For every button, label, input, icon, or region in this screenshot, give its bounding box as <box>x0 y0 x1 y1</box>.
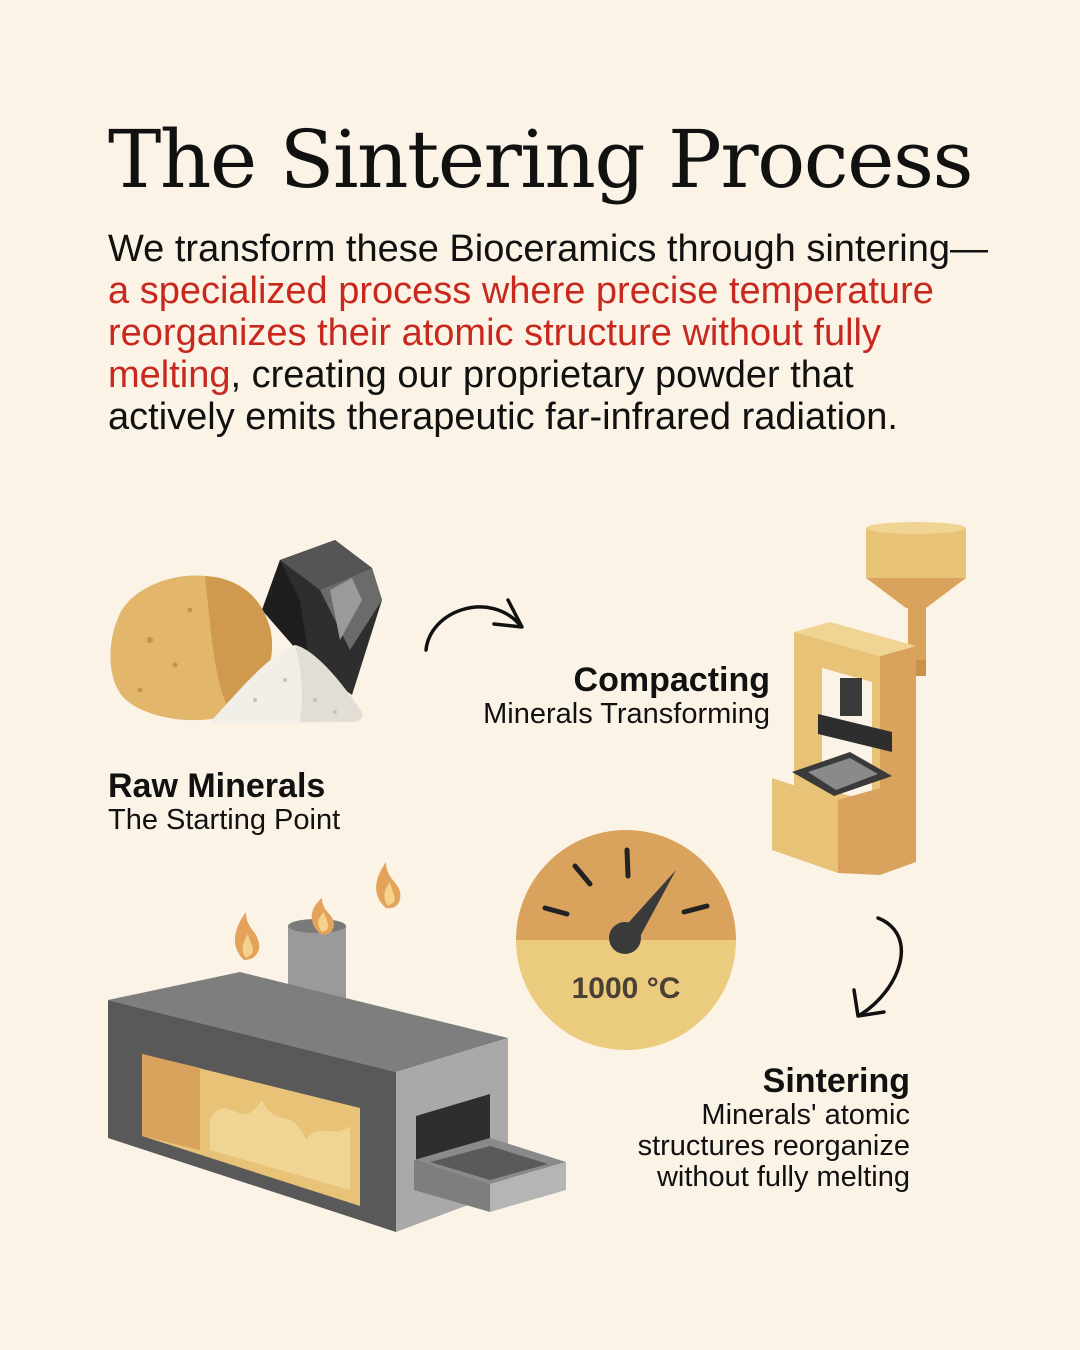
hydraulic-press-illustration <box>772 522 966 875</box>
curved-arrow-icon <box>424 598 524 652</box>
raw-minerals-subtitle: The Starting Point <box>108 803 341 836</box>
temperature-dial-illustration <box>516 830 736 1050</box>
page-title: The Sintering Process <box>108 113 974 206</box>
intro-text-end: , creating our proprietary powder that a… <box>108 354 898 438</box>
curved-arrow-icon <box>852 916 904 1018</box>
raw-minerals-heading: Raw Minerals <box>108 767 326 805</box>
intro-highlight: a specialized process where precise temp… <box>108 270 934 396</box>
compacting-subtitle: Minerals Transforming <box>483 697 770 730</box>
flame-icon <box>376 862 401 909</box>
flame-icon <box>311 898 334 935</box>
raw-minerals-illustration <box>110 540 382 724</box>
sintering-heading: Sintering <box>762 1062 910 1100</box>
temperature-readout: 1000 °C <box>571 972 681 1005</box>
raw-minerals-label: Raw Minerals The Starting Point <box>108 768 340 836</box>
sintering-label: Sintering Minerals' atomic structures re… <box>590 1063 910 1194</box>
sintering-subtitle: Minerals' atomic structures reorganize w… <box>637 1098 910 1194</box>
sintering-furnace-illustration <box>108 919 566 1232</box>
intro-text-start: We transform these Bioceramics through s… <box>108 228 988 270</box>
intro-paragraph: We transform these Bioceramics through s… <box>108 228 988 438</box>
compacting-heading: Compacting <box>573 661 770 699</box>
flame-icon <box>234 912 260 960</box>
compacting-label: Compacting Minerals Transforming <box>483 662 770 730</box>
